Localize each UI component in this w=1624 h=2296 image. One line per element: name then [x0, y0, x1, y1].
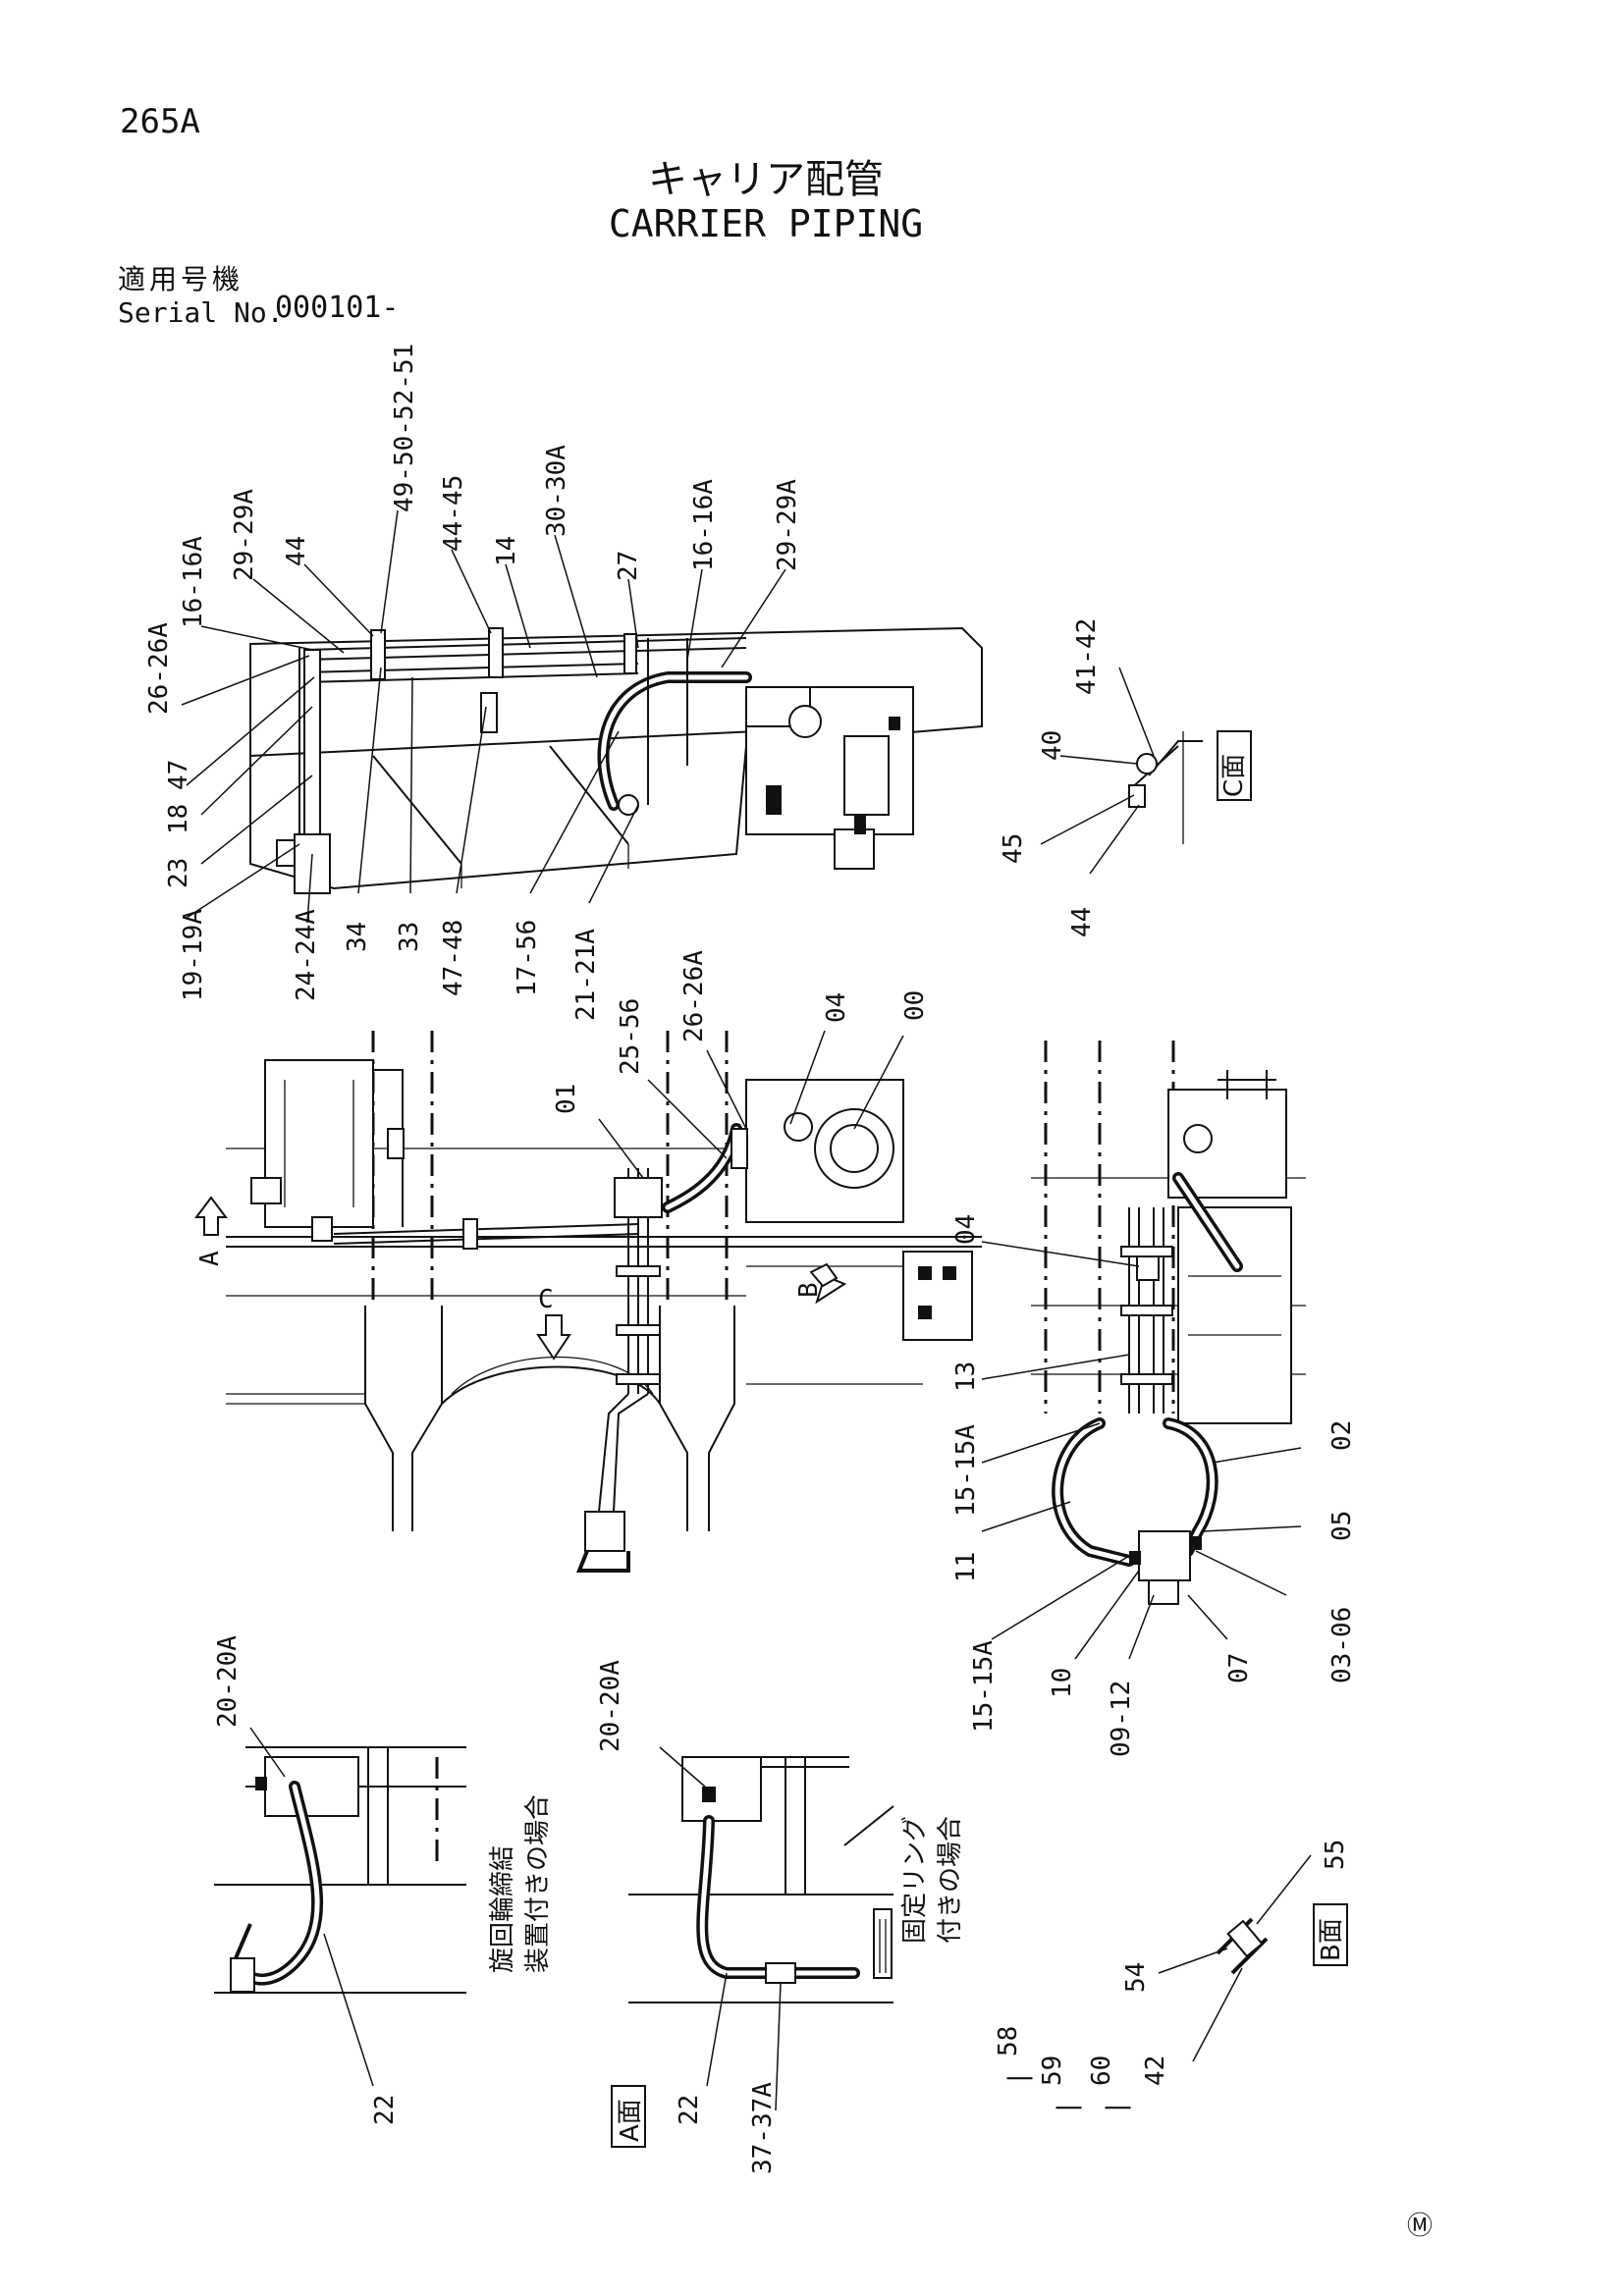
label-17-56: 17-56 — [513, 920, 542, 996]
label-22-a-left: 22 — [370, 2095, 400, 2125]
label-47-left: 47 — [164, 760, 193, 790]
title-japanese: キャリア配管 — [648, 157, 884, 202]
label-37-37A: 37-37A — [748, 2082, 778, 2174]
label-54: 54 — [1121, 1962, 1151, 1993]
note-fixed-ring-line1: 固定リング — [900, 1816, 930, 1944]
label-45-c: 45 — [999, 833, 1028, 864]
serial-label-english: Serial No. — [118, 296, 284, 329]
label-00: 00 — [900, 990, 930, 1021]
label-58: 58 — [994, 2026, 1023, 2056]
serial-number-value: 000101- — [275, 291, 400, 325]
view-a-label: A面 — [616, 2099, 645, 2142]
label-dash-1: | — [1003, 2070, 1033, 2086]
label-44-c: 44 — [1067, 907, 1097, 937]
label-24-24A: 24-24A — [292, 909, 321, 1001]
label-13: 13 — [951, 1362, 981, 1392]
view-b-label: B面 — [1317, 1918, 1346, 1961]
label-33: 33 — [395, 922, 424, 952]
label-03-06: 03-06 — [1327, 1607, 1357, 1683]
label-27: 27 — [614, 551, 643, 581]
label-44-45-top: 44-45 — [439, 475, 468, 552]
label-20-20A-a-right: 20-20A — [596, 1660, 625, 1752]
label-60: 60 — [1087, 2056, 1116, 2086]
left-view-labels: 47 18 23 19-19A 24-24A 34 33 47-48 17-56… — [164, 760, 601, 1021]
label-29-29A-top: 29-29A — [230, 489, 259, 581]
label-29-29A-top-right: 29-29A — [773, 479, 802, 571]
label-dash-3: | — [1102, 2100, 1131, 2115]
label-01: 01 — [552, 1084, 581, 1114]
view-a-fixed-ring: A面 20-20A 22 37-37A 固定リング 付きの場合 — [596, 1660, 965, 2174]
view-c-detail: C面 41-42 40 45 44 — [999, 618, 1252, 937]
label-05: 05 — [1327, 1511, 1357, 1541]
label-34: 34 — [343, 922, 372, 952]
page-number: 265A — [120, 102, 200, 141]
arrow-a-label: A — [195, 1251, 225, 1266]
label-16-16A-top: 16-16A — [179, 536, 208, 628]
top-view-labels: 26-26A 16-16A 29-29A 44 49-50-52-51 44-4… — [144, 344, 802, 715]
label-26-26A-top: 26-26A — [144, 622, 174, 715]
label-04-right: 04 — [951, 1214, 981, 1245]
label-20-20A-a-left: 20-20A — [213, 1635, 243, 1728]
label-10: 10 — [1048, 1668, 1077, 1698]
note-swing-bearing-line1: 旋回輪締結 — [488, 1845, 517, 1973]
arrow-c-label: C — [538, 1285, 554, 1314]
label-41-42: 41-42 — [1072, 618, 1102, 695]
label-21-21A: 21-21A — [571, 929, 601, 1021]
note-swing-bearing-line2: 装置付きの場合 — [523, 1794, 553, 1973]
title-english: CARRIER PIPING — [608, 202, 924, 245]
label-47-48: 47-48 — [439, 920, 468, 996]
top-assembly-view — [249, 626, 983, 894]
label-15-15A-lower: 15-15A — [969, 1640, 999, 1733]
arrow-b-label: B — [794, 1282, 824, 1298]
manufacturer-mark: Ⓜ — [1407, 2212, 1434, 2241]
label-16-16A-top-right: 16-16A — [689, 479, 719, 571]
serial-label-japanese: 適用号機 — [118, 263, 244, 295]
view-b-detail: B面 55 54 58 | 59 | 60 | 42 — [994, 1840, 1350, 2115]
label-44-top: 44 — [282, 536, 311, 566]
view-c-label: C面 — [1219, 754, 1249, 797]
top-view-leaders — [181, 509, 786, 924]
label-26-26A-center: 26-26A — [679, 950, 709, 1042]
note-fixed-ring-line2: 付きの場合 — [936, 1816, 965, 1944]
label-09-12: 09-12 — [1107, 1681, 1136, 1757]
label-11: 11 — [951, 1552, 981, 1582]
label-07: 07 — [1224, 1653, 1254, 1683]
label-04-center: 04 — [822, 992, 851, 1023]
label-30-30A: 30-30A — [542, 445, 571, 537]
label-02: 02 — [1327, 1420, 1357, 1451]
label-18: 18 — [164, 804, 193, 834]
label-42: 42 — [1141, 2056, 1170, 2086]
label-14: 14 — [492, 536, 521, 566]
label-40: 40 — [1038, 730, 1067, 761]
label-59: 59 — [1038, 2056, 1067, 2086]
label-23: 23 — [164, 858, 193, 888]
right-hose-detail: 04 13 15-15A 11 02 05 03-06 07 09-12 10 … — [951, 1041, 1357, 1757]
label-19-19A: 19-19A — [179, 909, 208, 1001]
label-22-a-right: 22 — [675, 2095, 704, 2125]
carrier-frame-plan: A C B 01 25-56 26-26A — [194, 950, 982, 1573]
label-25-56: 25-56 — [616, 998, 645, 1075]
view-a-swing-bearing: 20-20A 22 旋回輪締結 装置付きの場合 — [213, 1635, 553, 2125]
label-15-15A-upper: 15-15A — [951, 1424, 981, 1517]
label-49-50-52-51: 49-50-52-51 — [390, 344, 419, 512]
label-55: 55 — [1321, 1840, 1350, 1870]
label-dash-2: | — [1053, 2100, 1082, 2115]
